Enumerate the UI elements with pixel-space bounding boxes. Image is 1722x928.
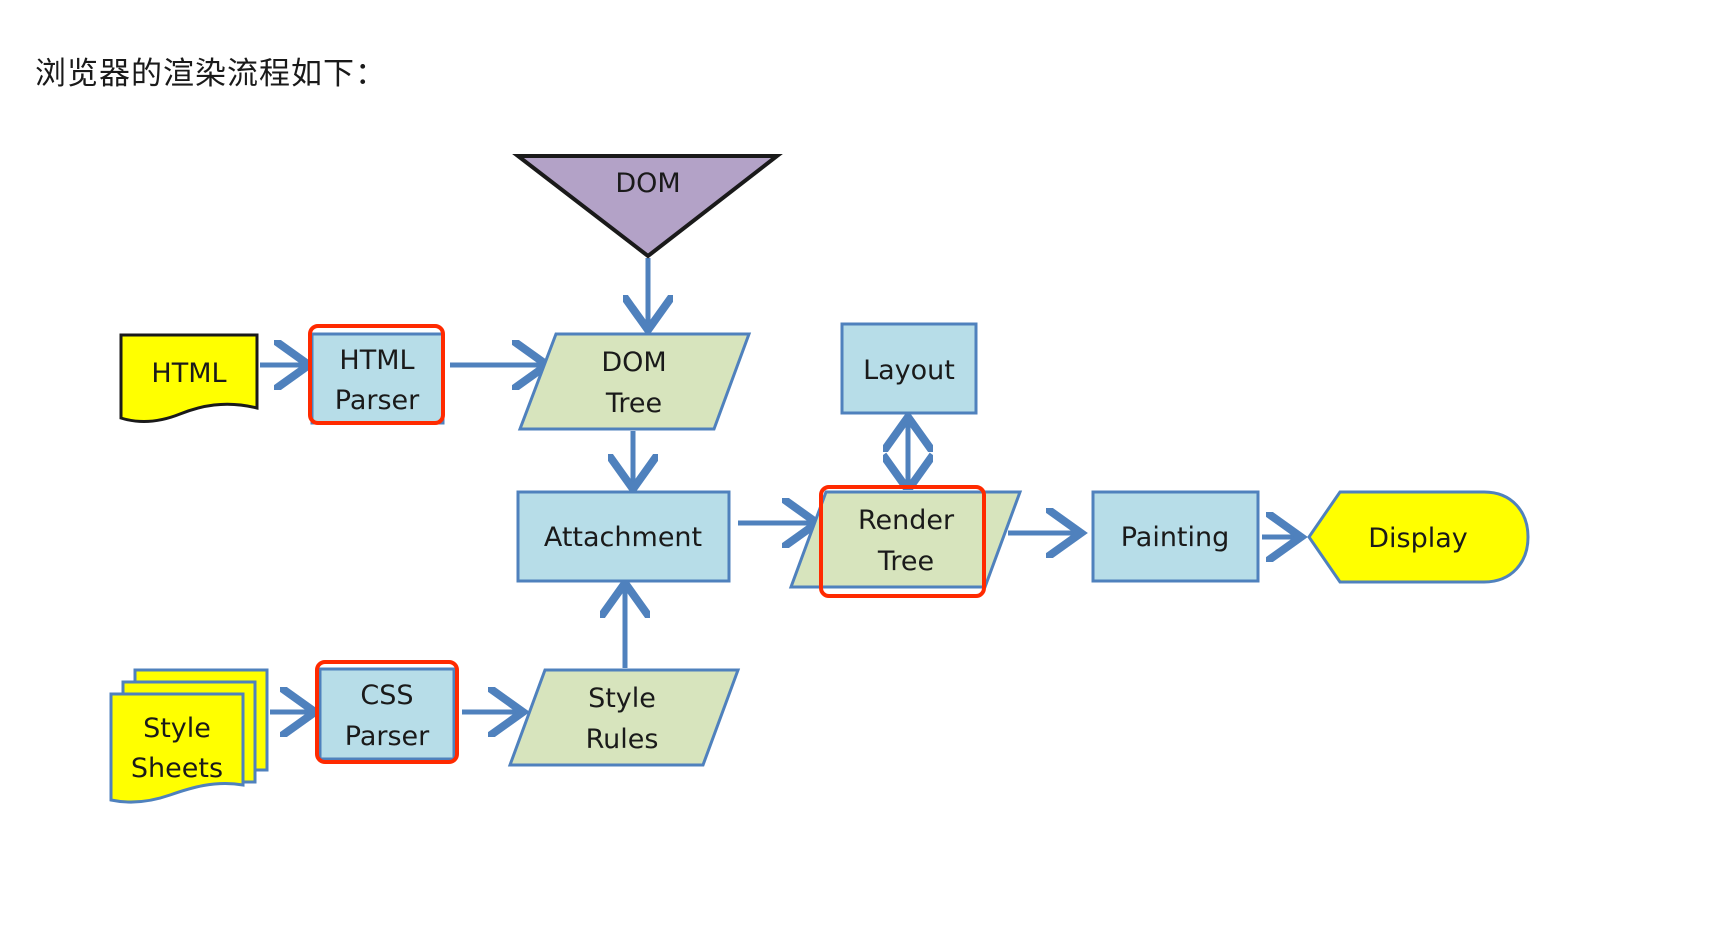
node-display: Display [1307,490,1530,584]
node-layout: Layout [840,322,978,415]
node-css-parser: CSS Parser [315,660,459,764]
node-render-tree-label-1: Render [858,505,955,536]
node-style-sheets: Style Sheets [109,668,269,804]
highlight-box-html-parser [308,324,445,425]
node-css-parser-label-1: CSS [360,680,413,711]
node-attachment-label: Attachment [544,522,702,553]
node-style-rules-label-1: Style [588,683,656,714]
node-painting: Painting [1091,490,1260,583]
highlight-box-render-tree [819,485,986,598]
node-layout-label: Layout [863,355,955,386]
node-dom-tree-label-1: DOM [601,347,666,378]
node-attachment: Attachment [516,490,731,583]
node-render-tree-label-2: Tree [877,546,934,577]
node-html-parser-label-2: Parser [335,385,420,416]
page-heading: 浏览器的渲染流程如下： [35,56,387,92]
node-html-parser-label-1: HTML [339,345,414,376]
node-dom: DOM [512,154,783,259]
node-html: HTML [119,333,259,423]
node-html-parser: HTML Parser [308,324,445,425]
node-dom-tree: DOM Tree [517,332,752,431]
node-display-label: Display [1368,523,1468,554]
node-css-parser-label-2: Parser [345,721,430,752]
node-style-rules: Style Rules [507,668,741,767]
node-dom-tree-label-2: Tree [605,388,662,419]
node-html-label: HTML [151,358,226,389]
node-render-tree: Render Tree [788,485,1023,598]
highlight-box-css-parser [315,660,459,764]
node-style-sheets-label-2: Sheets [131,753,223,784]
node-style-rules-label-2: Rules [586,724,659,755]
node-painting-label: Painting [1121,522,1230,553]
node-style-sheets-label-1: Style [143,713,211,744]
node-dom-label: DOM [615,168,680,199]
edges [260,258,1296,712]
